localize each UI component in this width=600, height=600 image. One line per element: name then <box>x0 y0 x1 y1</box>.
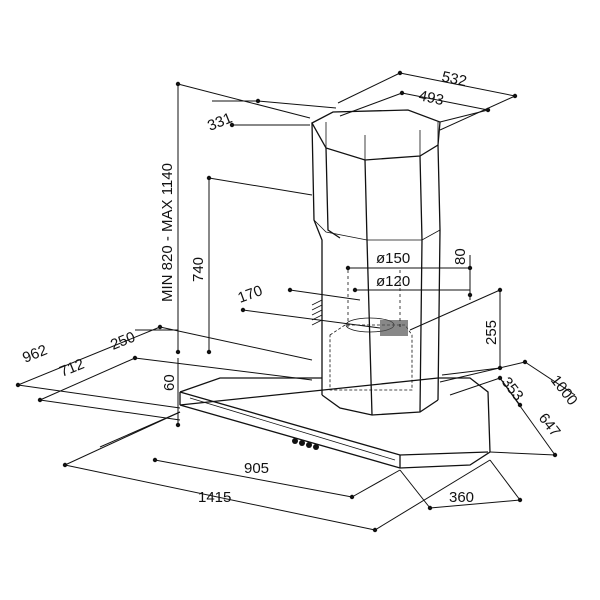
label-diameter-120: ø120 <box>376 273 410 290</box>
label-962: 962 <box>20 342 50 367</box>
label-532: 532 <box>440 68 468 90</box>
label-493: 493 <box>417 87 445 109</box>
label-chimney-height: MIN 820 - MAX 1140 <box>159 163 176 302</box>
canopy <box>179 377 491 469</box>
label-331: 331 <box>205 110 235 135</box>
label-1415: 1415 <box>198 489 231 506</box>
control-buttons <box>292 438 319 450</box>
label-905: 905 <box>244 460 269 477</box>
label-647: 647 <box>535 410 564 440</box>
chimney <box>311 109 441 416</box>
label-255: 255 <box>483 320 500 345</box>
label-740: 740 <box>190 257 207 282</box>
dimension-labels: 532 493 331 MIN 820 - MAX 1140 740 ø150 … <box>20 68 581 506</box>
label-360: 360 <box>449 489 474 506</box>
label-80: 80 <box>452 248 469 265</box>
vent-grille-left <box>311 299 323 326</box>
label-diameter-150: ø150 <box>376 250 410 267</box>
label-712: 712 <box>57 356 87 381</box>
label-1000: 1000 <box>547 372 581 409</box>
dimension-lines <box>15 70 576 533</box>
label-250: 250 <box>108 329 138 354</box>
label-353: 353 <box>498 374 527 404</box>
label-60: 60 <box>161 374 178 391</box>
motor-unit <box>329 270 413 391</box>
label-170: 170 <box>236 282 265 307</box>
